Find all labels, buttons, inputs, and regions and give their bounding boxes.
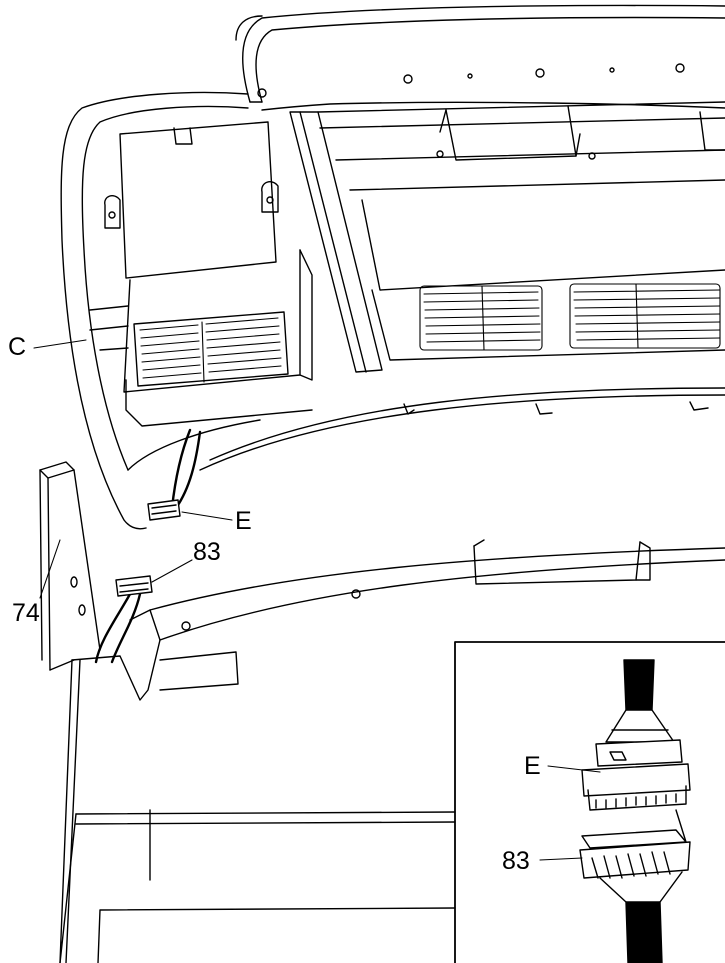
callout-e: E	[235, 507, 252, 535]
inset-frame	[454, 641, 725, 963]
console-underside	[199, 387, 725, 471]
connector-83	[115, 575, 153, 597]
inset-callout-e: E	[524, 752, 541, 780]
callout-74: 74	[12, 599, 40, 627]
inset-connector-e	[581, 659, 691, 811]
callout-83: 83	[193, 538, 221, 566]
upright-74	[39, 461, 101, 671]
callout-c: C	[8, 333, 27, 361]
leader-lines	[33, 339, 601, 861]
connector-e	[147, 499, 181, 521]
console-housing-c	[60, 91, 725, 530]
inset-connector-83	[579, 809, 691, 963]
inset-callout-83: 83	[502, 847, 530, 875]
left-speaker-box	[89, 121, 313, 427]
base-frame	[59, 539, 725, 963]
right-speaker-grilles	[419, 283, 721, 351]
console-top-cover	[235, 4, 725, 103]
left-speaker-grille	[139, 317, 282, 383]
upright-wire	[94, 592, 142, 664]
console-frame	[289, 101, 725, 373]
